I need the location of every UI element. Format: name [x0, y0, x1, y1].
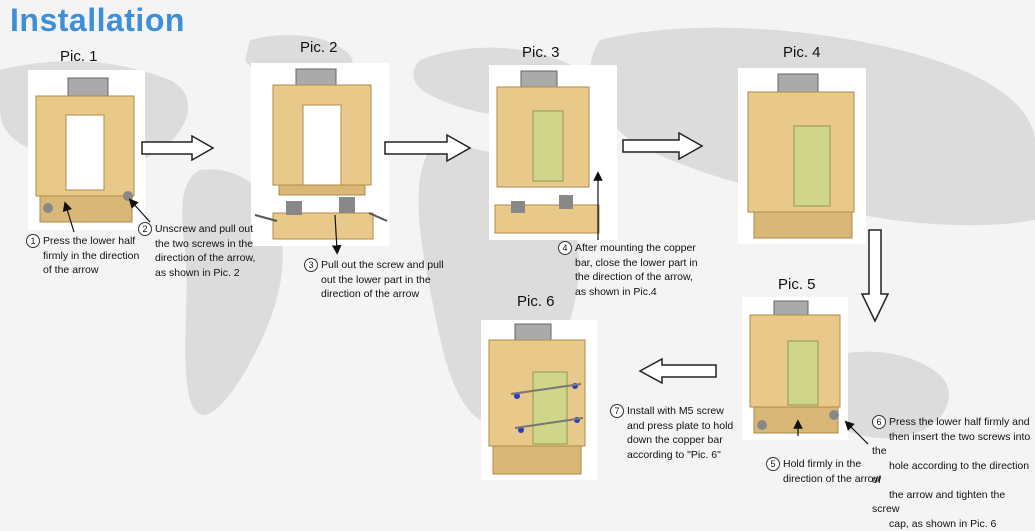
step-3-number: 3 [304, 258, 318, 272]
arrow-pic3-to-pic4 [622, 131, 704, 161]
pic-4-image [738, 68, 866, 244]
arrow-pic2-to-pic3 [384, 133, 472, 163]
step-6-number: 6 [872, 415, 886, 429]
page-title: Installation [10, 2, 185, 38]
arrow-pic4-to-pic5 [860, 229, 890, 323]
step-2-number: 2 [138, 222, 152, 236]
pic-2-image [251, 63, 389, 246]
pic-6-image [481, 320, 597, 480]
arrow-pic5-to-pic6 [638, 357, 717, 385]
pic-4-label: Pic. 4 [783, 44, 821, 61]
step-4-number: 4 [558, 241, 572, 255]
pic-3-image [489, 65, 617, 240]
pic-1-label: Pic. 1 [60, 48, 98, 65]
pic-6-label: Pic. 6 [517, 293, 555, 310]
pic-5-label: Pic. 5 [778, 276, 816, 293]
pic-3-label: Pic. 3 [522, 44, 560, 61]
step-7-number: 7 [610, 404, 624, 418]
pointer-arrows [62, 171, 869, 445]
pic-1-image [28, 70, 145, 230]
pic-2-label: Pic. 2 [300, 39, 338, 56]
step-1-number: 1 [26, 234, 40, 248]
pic-5-image [742, 297, 848, 440]
step-5-number: 5 [766, 457, 780, 471]
arrow-pic1-to-pic2 [141, 134, 215, 162]
